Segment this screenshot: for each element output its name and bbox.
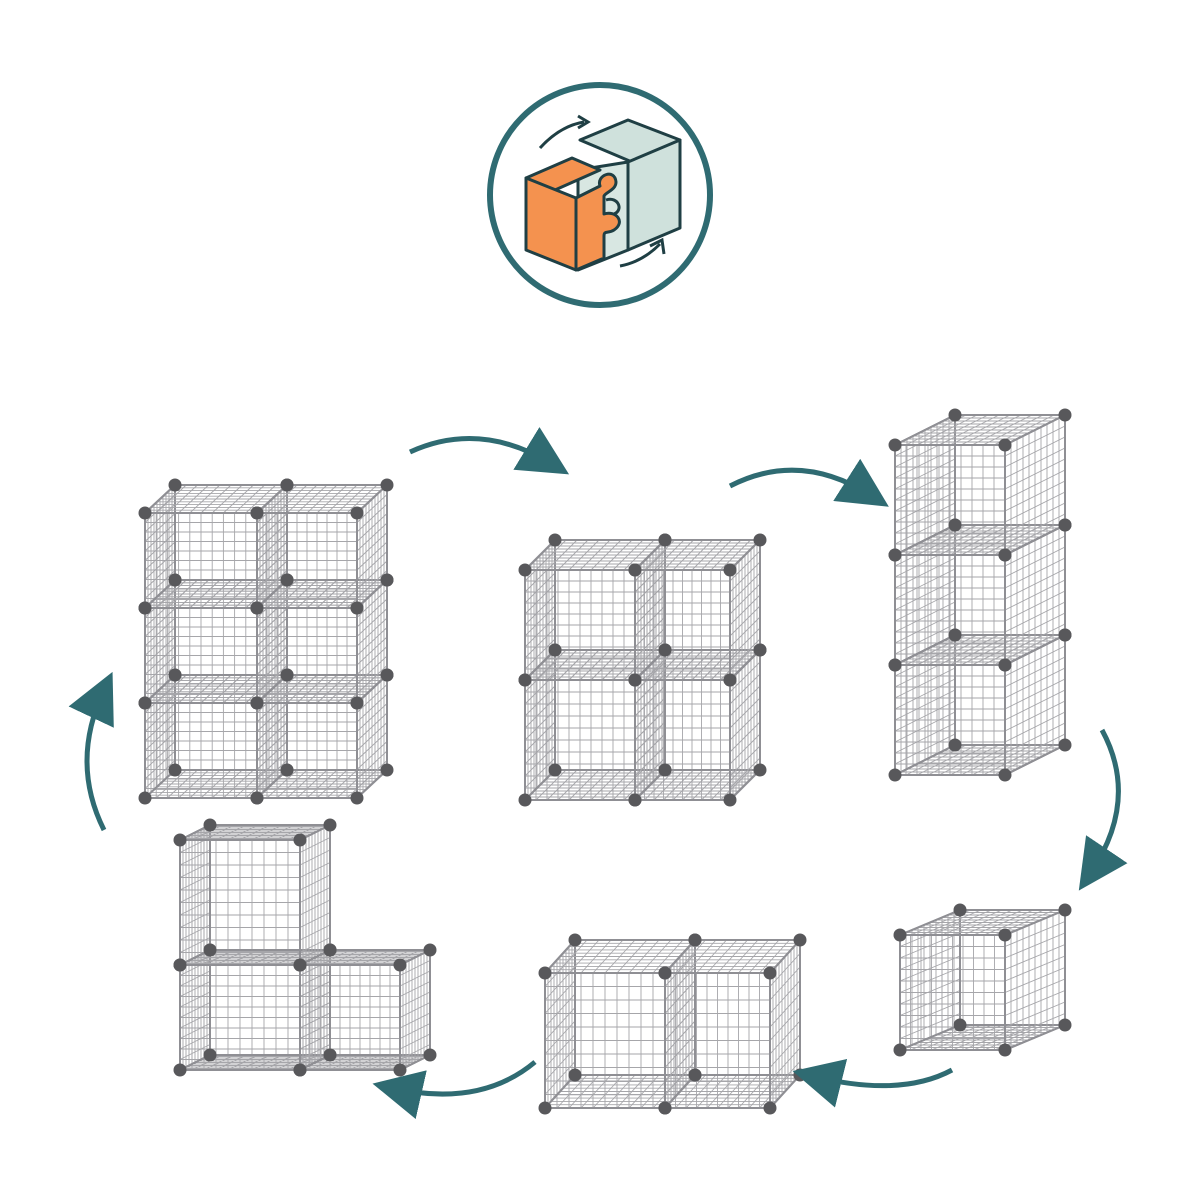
flow-arrow	[68, 671, 114, 832]
config-1x1	[893, 903, 1072, 1057]
puzzle-cube-icon	[524, 118, 682, 272]
puzzle-badge	[487, 82, 713, 308]
flow-arrow	[372, 1060, 537, 1120]
cube-cell	[138, 478, 294, 615]
cube-cell	[888, 408, 1072, 562]
rotate-arrows-icon	[538, 114, 666, 268]
cube-cell	[893, 903, 1072, 1057]
cube-cell	[293, 943, 437, 1077]
config-1x3	[888, 408, 1072, 782]
cube-cell	[658, 933, 807, 1115]
cube-cell	[888, 518, 1072, 672]
cube-cell	[628, 533, 767, 687]
flow-arrow	[1078, 728, 1128, 891]
config-2x3	[138, 478, 394, 805]
cube-cell	[250, 478, 394, 615]
cube-cell	[888, 628, 1072, 782]
flow-arrow	[792, 1059, 954, 1108]
cube-configurations	[138, 408, 1072, 1115]
config-l-shape	[173, 818, 437, 1077]
flow-arrow	[408, 427, 570, 475]
config-2x1	[538, 933, 807, 1115]
flow-arrows	[68, 427, 1128, 1120]
cube-cell	[173, 818, 337, 972]
config-2x2	[518, 533, 767, 807]
flow-arrow	[728, 458, 889, 507]
